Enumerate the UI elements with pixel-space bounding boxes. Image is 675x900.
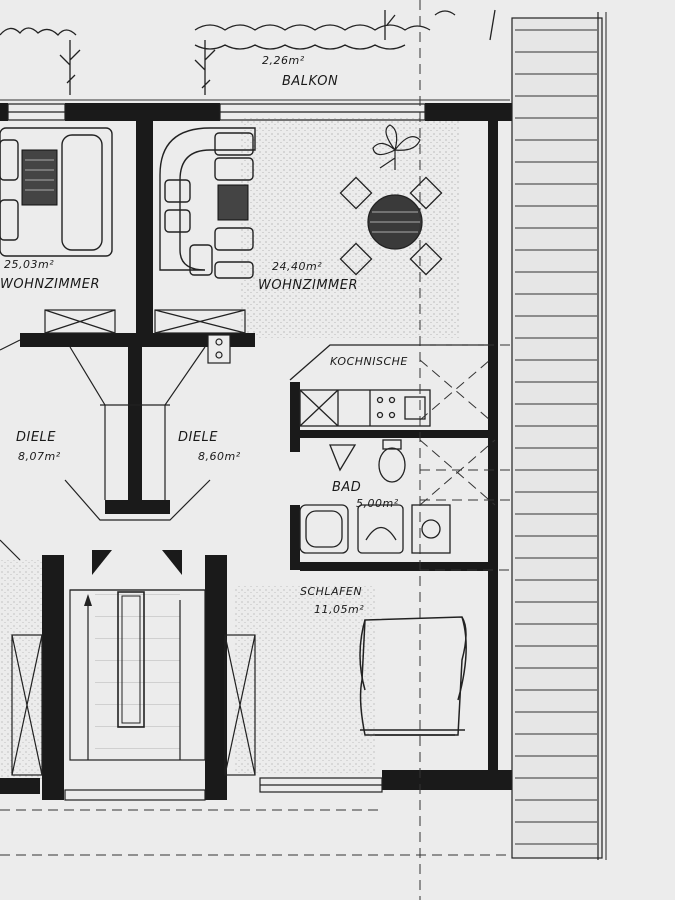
wohnzimmer-left-area: 25,03m² bbox=[4, 258, 55, 271]
kochnische-label: KOCHNISCHE bbox=[330, 355, 408, 368]
flower-plant bbox=[372, 124, 421, 170]
balkon-area: 2,26m² bbox=[262, 54, 305, 67]
diele-left-label: DIELE bbox=[16, 430, 57, 445]
sofa-left bbox=[0, 127, 113, 257]
corridor-lines bbox=[0, 339, 211, 561]
meter-box bbox=[207, 334, 231, 364]
balcony-plants bbox=[0, 9, 496, 95]
closets-left bbox=[11, 634, 256, 776]
radiators bbox=[44, 309, 246, 334]
wohnzimmer-right-area: 24,40m² bbox=[272, 260, 323, 273]
table-right bbox=[217, 184, 249, 221]
windows-top bbox=[7, 103, 426, 121]
windows-bottom bbox=[64, 777, 383, 801]
schlafen-area: 11,05m² bbox=[314, 603, 365, 616]
diele-right-area: 8,60m² bbox=[198, 450, 241, 463]
wohnzimmer-left-label: WOHNZIMMER bbox=[0, 277, 101, 292]
roof-strip bbox=[511, 12, 607, 860]
diele-left-area: 8,07m² bbox=[18, 450, 61, 463]
bad-label: BAD bbox=[332, 480, 362, 495]
floor-texture-living bbox=[240, 118, 460, 338]
schlafen-label: SCHLAFEN bbox=[300, 585, 363, 598]
bed bbox=[359, 616, 467, 736]
bad-area: 5,00m² bbox=[356, 497, 399, 510]
walls bbox=[0, 103, 515, 800]
stair-landing-marks bbox=[92, 550, 182, 575]
sofa-right bbox=[159, 127, 256, 279]
bathroom bbox=[299, 439, 451, 554]
table-left bbox=[21, 149, 58, 206]
staircase bbox=[69, 589, 206, 761]
balkon-label: BALKON bbox=[282, 74, 339, 89]
table-left-grain bbox=[25, 159, 54, 191]
floor-texture-bedroom bbox=[235, 585, 375, 775]
wohnzimmer-right-label: WOHNZIMMER bbox=[258, 278, 359, 293]
diele-right-label: DIELE bbox=[178, 430, 219, 445]
dining-table-grain bbox=[370, 211, 420, 233]
